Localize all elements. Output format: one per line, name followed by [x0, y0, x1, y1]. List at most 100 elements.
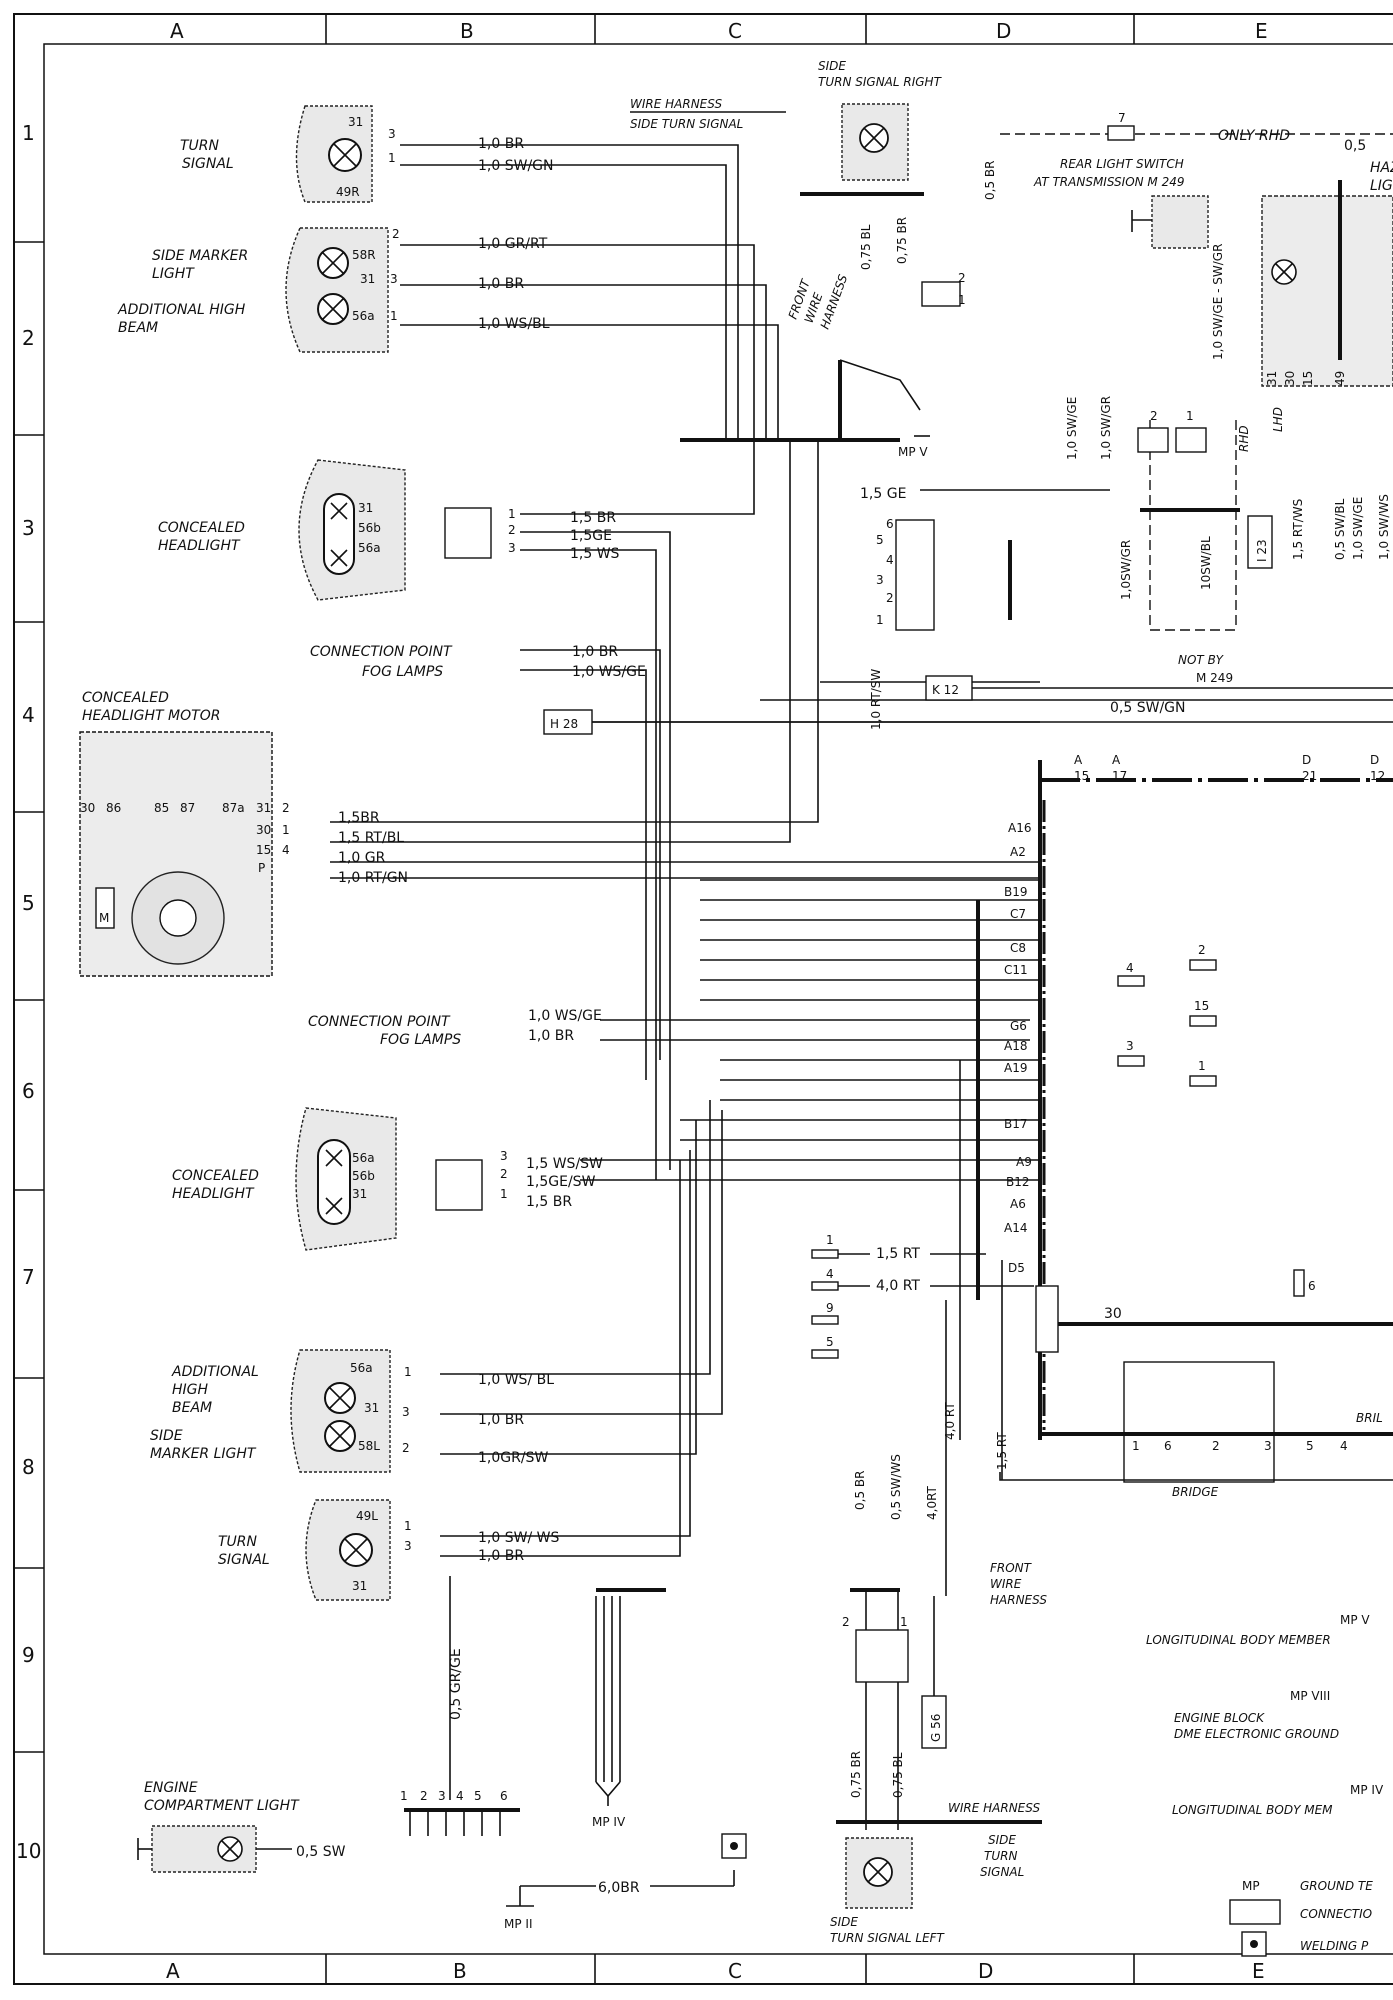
svg-text:6,0BR: 6,0BR	[598, 1880, 640, 1896]
svg-text:1,5 RT: 1,5 RT	[876, 1246, 920, 1262]
svg-text:1,5BR: 1,5BR	[338, 810, 380, 826]
plug-six-pin-center: 1,5 GE 6 5 4 3 2 1 1,0 RT/SW	[860, 486, 1110, 730]
svg-text:1,0GR/SW: 1,0GR/SW	[478, 1450, 548, 1466]
col-label-c-bottom: C	[728, 1959, 742, 1983]
svg-text:1,0 BR: 1,0 BR	[478, 1412, 524, 1428]
ground-point-mp2: MP II 6,0BR	[504, 1833, 747, 1931]
svg-text:49: 49	[1333, 371, 1347, 386]
svg-text:1: 1	[1198, 1059, 1206, 1073]
svg-text:49L: 49L	[356, 1509, 378, 1523]
right-upper-wires: RHD LHD 31 30 15 49 1,5 RT/WS 0,5 SW/BL …	[1237, 371, 1391, 560]
svg-text:B12: B12	[1006, 1175, 1030, 1189]
svg-text:31: 31	[348, 115, 363, 129]
svg-text:1,0 GR/RT: 1,0 GR/RT	[478, 236, 548, 252]
svg-text:LIG: LIG	[1370, 178, 1393, 194]
svg-text:87a: 87a	[222, 801, 245, 815]
svg-text:5: 5	[1306, 1439, 1314, 1453]
svg-text:SIDE: SIDE	[830, 1915, 858, 1929]
rear-light-switch: REAR LIGHT SWITCH AT TRANSMISSION M 249	[1033, 157, 1209, 249]
svg-text:56a: 56a	[352, 309, 375, 323]
svg-text:1: 1	[958, 293, 966, 307]
svg-text:10SW/BL: 10SW/BL	[1199, 536, 1213, 590]
svg-text:1,0 WS/ BL: 1,0 WS/ BL	[478, 1372, 554, 1388]
svg-text:FRONT: FRONT	[990, 1561, 1033, 1575]
svg-text:30: 30	[80, 801, 95, 815]
svg-text:5: 5	[474, 1789, 482, 1803]
front-wire-harness-top: FRONT WIRE HARNESS	[786, 272, 851, 331]
svg-text:2: 2	[282, 801, 290, 815]
svg-text:0,5 BR: 0,5 BR	[983, 161, 997, 200]
svg-text:A: A	[1074, 753, 1083, 767]
bus-30: 30 6	[1035, 1269, 1393, 1353]
svg-text:ONLY RHD: ONLY RHD	[1218, 128, 1290, 144]
svg-text:BRIL: BRIL	[1356, 1411, 1383, 1425]
fuse-row: 2 4 15 3 1	[1117, 943, 1217, 1087]
svg-text:2: 2	[842, 1615, 850, 1629]
wire-bundle	[330, 144, 1393, 1557]
svg-text:1,5 RT/WS: 1,5 RT/WS	[1291, 499, 1305, 560]
svg-text:17: 17	[1112, 769, 1127, 783]
side-marker-light-right: SIDE MARKER LIGHT ADDITIONAL HIGH BEAM 2…	[117, 227, 550, 353]
svg-text:30: 30	[1283, 371, 1297, 386]
legend: MP GROUND TE CONNECTIO WELDING P	[1229, 1879, 1373, 1957]
svg-text:3: 3	[388, 127, 396, 141]
svg-text:21: 21	[1302, 769, 1317, 783]
svg-text:1,5 RT/BL: 1,5 RT/BL	[338, 830, 404, 846]
svg-text:2: 2	[500, 1167, 508, 1181]
svg-text:P: P	[258, 861, 265, 875]
plug-2-1-top: 2 1	[921, 271, 966, 307]
svg-text:1,0 SW/GE: 1,0 SW/GE	[1065, 397, 1079, 460]
col-label-b-top: B	[460, 19, 474, 43]
svg-text:1,0 WS/BL: 1,0 WS/BL	[478, 316, 550, 332]
svg-text:1,0 SW/GE - SW/GR: 1,0 SW/GE - SW/GR	[1211, 244, 1225, 360]
svg-text:49R: 49R	[336, 185, 360, 199]
svg-text:1,0 SW/GE: 1,0 SW/GE	[1351, 497, 1365, 560]
svg-text:D: D	[1370, 753, 1379, 767]
row-label-3: 3	[22, 516, 35, 540]
svg-text:4: 4	[826, 1267, 834, 1281]
svg-text:C8: C8	[1010, 941, 1026, 955]
svg-text:4,0 RT: 4,0 RT	[943, 1402, 957, 1440]
svg-text:TURN: TURN	[218, 1534, 258, 1550]
row-label-6: 6	[22, 1079, 35, 1103]
svg-text:HARNESS: HARNESS	[990, 1593, 1047, 1607]
svg-text:HAZ: HAZ	[1370, 160, 1393, 176]
svg-text:1,0SW/GR: 1,0SW/GR	[1119, 540, 1133, 600]
svg-text:A9: A9	[1016, 1155, 1032, 1169]
svg-text:A2: A2	[1010, 845, 1026, 859]
svg-text:7: 7	[1118, 111, 1126, 125]
svg-text:2: 2	[1150, 409, 1158, 423]
svg-text:SIDE: SIDE	[818, 59, 846, 73]
svg-text:3: 3	[404, 1539, 412, 1553]
front-wire-harness-bottom: FRONT WIRE HARNESS	[990, 1561, 1047, 1607]
svg-text:31: 31	[360, 272, 375, 286]
svg-text:MP V: MP V	[1340, 1613, 1370, 1627]
svg-text:WELDING P: WELDING P	[1300, 1939, 1369, 1953]
svg-text:1,0 SW/ WS: 1,0 SW/ WS	[478, 1530, 559, 1546]
svg-text:0,5 SW/GN: 0,5 SW/GN	[1110, 700, 1185, 716]
svg-text:HIGH: HIGH	[172, 1382, 209, 1398]
svg-text:3: 3	[390, 272, 398, 286]
side-turn-signal-left: SIDE TURN SIGNAL LEFT	[830, 1837, 946, 1945]
svg-text:BEAM: BEAM	[118, 320, 158, 336]
svg-text:CONNECTION POINT: CONNECTION POINT	[310, 644, 453, 660]
col-label-d-bottom: D	[978, 1959, 993, 1983]
svg-text:56a: 56a	[350, 1361, 373, 1375]
terminal-i23: I 23	[1247, 515, 1273, 569]
svg-text:1,0 RT/SW: 1,0 RT/SW	[869, 669, 883, 730]
svg-text:3: 3	[508, 541, 516, 555]
svg-text:WIRE HARNESS: WIRE HARNESS	[630, 97, 722, 111]
connection-point-fog-top: CONNECTION POINT FOG LAMPS 1,0 BR 1,0 WS…	[310, 644, 646, 680]
central-connector: A16 A2 B19 C7 C8 C11 G6 A18 A19 B17 A9 B…	[1004, 800, 1046, 1430]
svg-text:1: 1	[1186, 409, 1194, 423]
svg-text:G 56: G 56	[929, 1714, 943, 1742]
svg-text:6: 6	[1164, 1439, 1172, 1453]
svg-text:4: 4	[1340, 1439, 1348, 1453]
svg-text:12: 12	[1370, 769, 1385, 783]
svg-text:SIDE MARKER: SIDE MARKER	[152, 248, 248, 264]
svg-text:CONCEALED: CONCEALED	[172, 1168, 259, 1184]
svg-text:0,5 BR: 0,5 BR	[853, 1471, 867, 1510]
wire-sw-gn: 0,5 SW/GN	[1110, 700, 1185, 716]
svg-text:MP II: MP II	[504, 1917, 532, 1931]
wire-harness-side-turn-bottom: WIRE HARNESS SIDE TURN SIGNAL	[836, 1801, 1042, 1879]
